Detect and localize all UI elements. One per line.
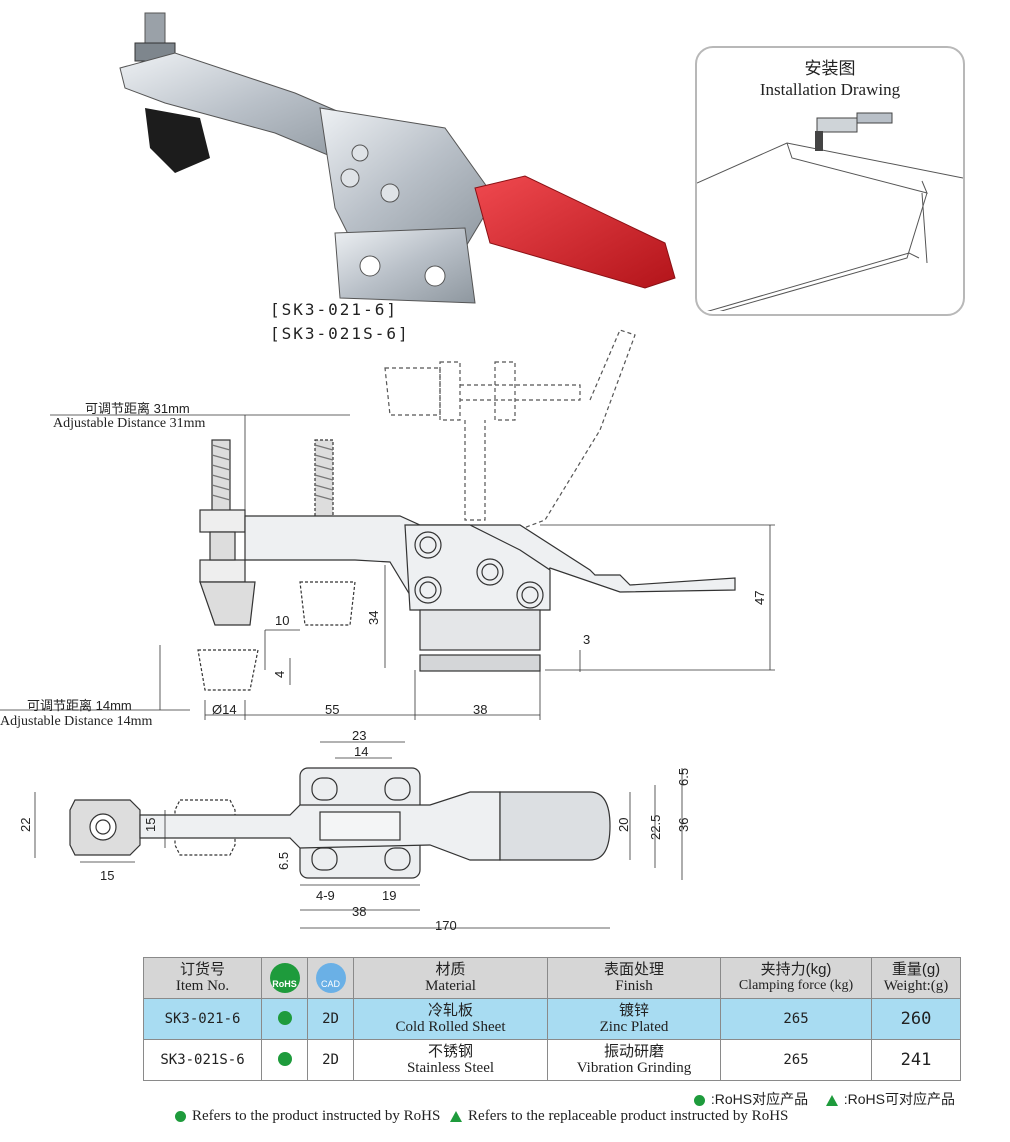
- replaceable-triangle-icon: [450, 1111, 463, 1123]
- legend-zh-replace: :RoHS可对应产品: [843, 1091, 955, 1107]
- adjust-label-top-zh: 可调节距离 31mm: [85, 401, 190, 416]
- dim-6-5-left: 6.5: [276, 852, 291, 870]
- header-finish: 表面处理 Finish: [547, 957, 721, 999]
- dim-36: 36: [676, 818, 691, 832]
- dim-22-5: 22.5: [648, 815, 663, 840]
- cell-rohs: [261, 998, 308, 1040]
- installation-drawing-panel: 安装图 Installation Drawing: [695, 46, 965, 316]
- dim-15-side: 15: [143, 818, 158, 832]
- dim-34: 34: [366, 611, 381, 625]
- legend-en-rohs: Refers to the product instructed by RoHS: [192, 1108, 441, 1124]
- cell-material: 不锈钢 Stainless Steel: [353, 1039, 548, 1081]
- table-row: SK3-021S-6 2D 不锈钢 Stainless Steel 振动研磨 V…: [143, 1039, 961, 1081]
- cell-item-no: SK3-021S-6: [143, 1039, 262, 1081]
- dim-38: 38: [473, 702, 487, 717]
- dim-3: 3: [583, 632, 590, 647]
- header-weight: 重量(g) Weight:(g): [871, 957, 961, 999]
- cell-rohs: [261, 1039, 308, 1081]
- cad-icon: CAD: [315, 963, 346, 993]
- header-clamping-force: 夹持力(kg) Clamping force (kg): [720, 957, 872, 999]
- legend-zh-rohs: :RoHS对应产品: [710, 1091, 809, 1107]
- header-cad: CAD: [307, 957, 354, 999]
- adjust-label-top-en: Adjustable Distance 31mm: [53, 416, 206, 431]
- cell-weight: 260: [871, 998, 961, 1040]
- dim-10: 10: [275, 613, 289, 628]
- dim-47: 47: [752, 591, 767, 605]
- dim-4-9: 4-9: [316, 888, 335, 903]
- adjust-label-bottom-en: Adjustable Distance 14mm: [0, 714, 153, 729]
- cell-weight: 241: [871, 1039, 961, 1081]
- cell-force: 265: [720, 998, 872, 1040]
- header-item-no: 订货号 Item No.: [143, 957, 262, 999]
- clamp-product-illustration: [119, 12, 676, 304]
- table-header-row: 订货号 Item No. RoHS CAD 材质 Material 表面处理 F…: [143, 957, 961, 999]
- dim-19: 19: [382, 888, 396, 903]
- dim-38-top: 38: [352, 904, 366, 919]
- dim-6-5-right: 6.5: [676, 768, 691, 786]
- spec-table: 订货号 Item No. RoHS CAD 材质 Material 表面处理 F…: [143, 957, 961, 1081]
- rohs-dot-icon: [693, 1094, 705, 1106]
- cell-cad: 2D: [307, 998, 354, 1040]
- legend-en: Refers to the product instructed by RoHS…: [175, 1108, 794, 1125]
- installation-sketch: [697, 112, 963, 311]
- cell-finish: 振动研磨 Vibration Grinding: [547, 1039, 721, 1081]
- installation-title: 安装图 Installation Drawing: [697, 58, 963, 100]
- replaceable-triangle-icon: [825, 1094, 838, 1106]
- dim-14: 14: [354, 744, 368, 759]
- side-view-drawing: 10 4 34 47 3 Ø14 55 38: [0, 329, 775, 720]
- dim-55: 55: [325, 702, 339, 717]
- product-code: [SK3-021S-6]: [270, 324, 410, 343]
- dim-20: 20: [616, 818, 631, 832]
- dim-170: 170: [435, 918, 457, 933]
- cell-force: 265: [720, 1039, 872, 1081]
- dim-22: 22: [18, 818, 33, 832]
- adjust-label-top: 可调节距离 31mm: [85, 398, 190, 417]
- dim-dia14: Ø14: [212, 702, 237, 717]
- legend-zh: :RoHS对应产品 :RoHS可对应产品: [693, 1089, 961, 1109]
- adjust-label-bottom-zh: 可调节距离 14mm: [27, 698, 132, 713]
- legend-en-replace: Refers to the replaceable product instru…: [468, 1108, 789, 1124]
- product-code: [SK3-021-6]: [270, 300, 398, 319]
- rohs-dot-icon: [277, 1051, 292, 1066]
- cell-material: 冷轧板 Cold Rolled Sheet: [353, 998, 548, 1040]
- product-code-list: [SK3-021-6] [SK3-021S-6]: [270, 298, 410, 346]
- rohs-dot-icon: [277, 1010, 292, 1025]
- table-row: SK3-021-6 2D 冷轧板 Cold Rolled Sheet 镀锌 Zi…: [143, 998, 961, 1040]
- rohs-icon: RoHS: [269, 963, 300, 993]
- dim-4: 4: [272, 671, 287, 678]
- cell-item-no: SK3-021-6: [143, 998, 262, 1040]
- cell-finish: 镀锌 Zinc Plated: [547, 998, 721, 1040]
- top-view-drawing: 23 14 22 15 15 6.5 6.5 20 22.5 36 4-9 19…: [18, 730, 691, 933]
- dim-23: 23: [352, 730, 366, 743]
- installation-title-en: Installation Drawing: [759, 80, 901, 99]
- header-material: 材质 Material: [353, 957, 548, 999]
- header-rohs: RoHS: [261, 957, 308, 999]
- cell-cad: 2D: [307, 1039, 354, 1081]
- rohs-dot-icon: [175, 1111, 186, 1123]
- dim-15-bottom: 15: [100, 868, 114, 883]
- installation-title-zh: 安装图: [804, 59, 856, 78]
